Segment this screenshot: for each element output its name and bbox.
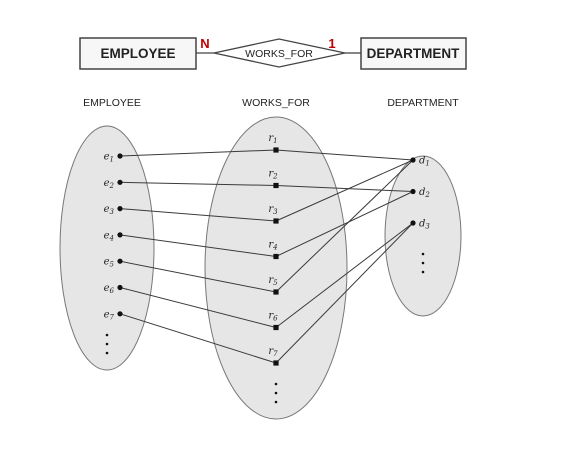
link-employee-relationship-4 [119, 234, 277, 257]
relationship-label-5: r5 [268, 275, 278, 287]
employee-label-3: e3 [104, 204, 115, 216]
department-label-2: d2 [419, 187, 430, 199]
relationship-more-dots [274, 382, 278, 404]
department-node-1 [410, 157, 416, 163]
relationship-label-4: r4 [268, 240, 277, 252]
employee-more-dots [105, 333, 109, 355]
relationship-label-2: r2 [268, 169, 278, 181]
link-employee-relationship-2 [119, 181, 277, 186]
employee-entity-label: EMPLOYEE [100, 46, 175, 61]
relationship-node-2 [273, 182, 279, 189]
er-notation: EMPLOYEE WORKS_FOR DEPARTMENT N 1 [79, 36, 467, 70]
department-node-3 [410, 220, 416, 226]
employee-node-2 [117, 179, 123, 185]
relationship-node-7 [273, 360, 279, 366]
employee-label-5: e5 [104, 257, 115, 269]
relationship-node-3 [273, 218, 279, 224]
link-employee-relationship-6 [119, 287, 277, 328]
relationship-node-1 [273, 147, 279, 153]
link-employee-relationship-7 [119, 313, 277, 364]
relationship-label-6: r6 [268, 311, 278, 323]
relationship-node-6 [273, 324, 279, 331]
works-for-set-header: WORKS_FOR [242, 97, 310, 109]
link-relationship-department-2 [275, 185, 414, 192]
employee-node-5 [117, 258, 123, 264]
link-relationship-department-3 [275, 159, 414, 222]
department-label-3: d3 [419, 219, 430, 231]
link-relationship-department-1 [275, 149, 414, 161]
department-node-2 [410, 188, 416, 195]
link-relationship-department-4 [275, 191, 414, 257]
department-more-dots [421, 252, 425, 274]
link-employee-relationship-1 [119, 149, 277, 157]
link-employee-relationship-5 [119, 260, 277, 293]
cardinality-1: 1 [328, 36, 335, 51]
employee-label-1: e1 [104, 152, 114, 164]
relationship-label-1: r1 [268, 133, 277, 145]
instance-links [119, 149, 414, 364]
employee-label-6: e6 [104, 283, 115, 295]
works-for-set-ellipse [204, 116, 348, 420]
relationship-node-4 [273, 253, 279, 260]
employee-entity-box [79, 37, 197, 70]
employee-node-3 [117, 206, 123, 212]
employee-node-1 [117, 153, 123, 159]
department-label-1: d1 [419, 156, 430, 168]
works-for-relationship-label: WORKS_FOR [245, 48, 313, 60]
employee-label-2: e2 [104, 178, 115, 190]
link-relationship-department-7 [275, 222, 414, 364]
employee-label-4: e4 [104, 230, 114, 242]
link-employee-relationship-3 [119, 208, 277, 222]
employee-set-ellipse [59, 125, 155, 371]
employee-node-6 [117, 284, 123, 291]
department-entity-box [360, 37, 467, 70]
instance-nodes: e1 e2 e3 e4 e5 e6 e7 r1 r2 r3 r4 r5 r6 r7 d1 d2 d3 [104, 133, 430, 366]
employee-label-7: e7 [104, 309, 115, 321]
relationship-label-3: r3 [268, 204, 278, 216]
link-relationship-department-5 [275, 159, 414, 293]
department-set-header: DEPARTMENT [387, 97, 459, 109]
cardinality-n: N [200, 36, 209, 51]
department-entity-label: DEPARTMENT [367, 46, 461, 61]
employee-node-4 [117, 232, 123, 238]
works-for-relationship-diamond [213, 38, 346, 68]
relationship-label-7: r7 [268, 346, 278, 358]
employee-set-header: EMPLOYEE [83, 97, 141, 109]
relationship-node-5 [273, 289, 279, 295]
link-relationship-department-6 [275, 222, 414, 328]
employee-node-7 [117, 311, 123, 317]
